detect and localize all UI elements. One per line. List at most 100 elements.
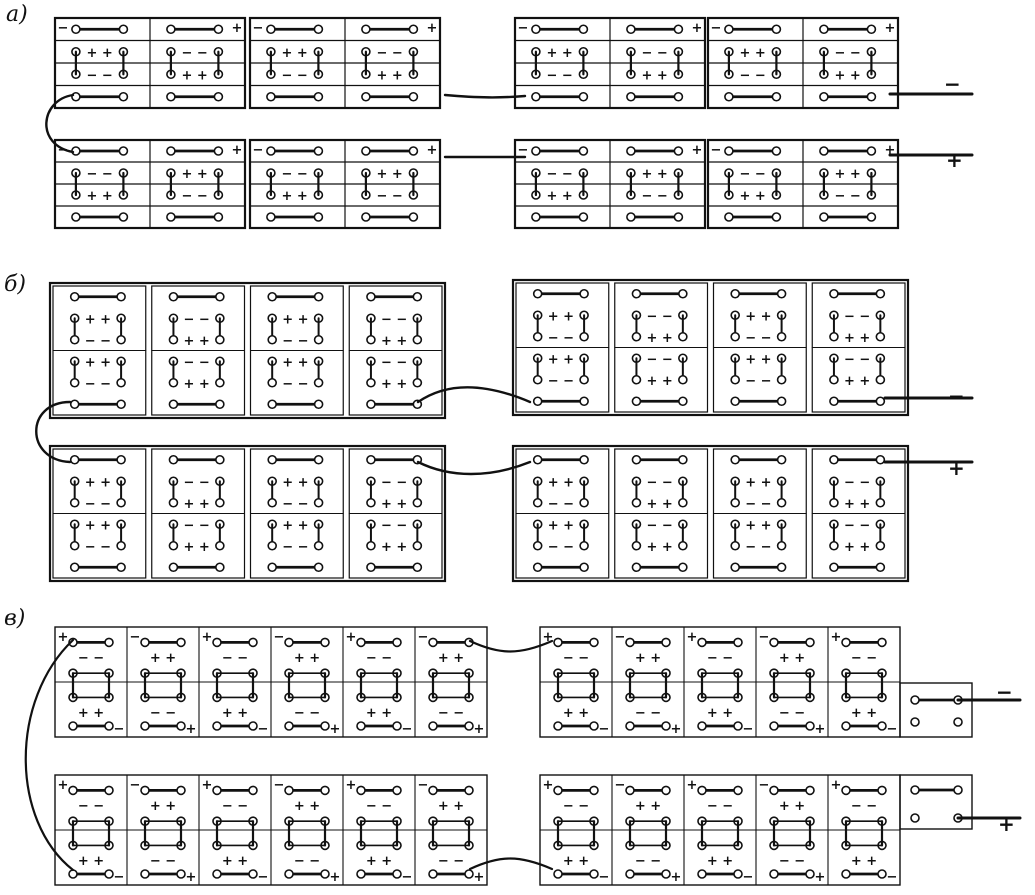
interconnect-cable: [416, 460, 532, 476]
terminal-post: [877, 785, 887, 796]
polarity-sign: + +: [707, 706, 733, 721]
battery-case: [48, 281, 447, 420]
terminal-post: [829, 454, 839, 465]
terminal-post: [412, 540, 423, 551]
polarity-sign: −: [274, 778, 285, 793]
polarity-sign: + +: [745, 518, 771, 533]
polarity-sign: + +: [834, 68, 860, 83]
polarity-sign: − −: [646, 352, 672, 367]
polarity-sign: + +: [86, 46, 112, 61]
terminal-post: [531, 91, 541, 102]
terminal-post: [626, 91, 636, 102]
polarity-sign: + +: [844, 497, 870, 512]
panel-b-negative-terminal: −: [948, 384, 965, 408]
polarity-sign: +: [58, 778, 69, 793]
terminal-post: [140, 721, 150, 731]
terminal-post: [215, 497, 225, 508]
polarity-sign: − −: [85, 497, 111, 512]
panel-b-label: б): [4, 272, 27, 297]
polarity-sign: + +: [282, 475, 308, 490]
terminal-post: [313, 399, 324, 410]
terminal-post: [819, 146, 829, 156]
polarity-sign: + +: [294, 799, 320, 814]
terminal-post: [212, 721, 222, 731]
terminal-post: [215, 291, 225, 302]
polarity-sign: +: [687, 778, 698, 793]
terminal-post: [168, 291, 179, 302]
polarity-sign: − −: [366, 799, 392, 814]
terminal-post: [215, 562, 225, 573]
terminal-post: [730, 396, 740, 407]
terminal-post: [866, 212, 877, 222]
terminal-post: [805, 721, 815, 731]
terminal-post: [215, 377, 225, 388]
terminal-post: [408, 212, 419, 222]
polarity-sign: −: [253, 143, 264, 158]
polarity-sign: − −: [834, 46, 860, 61]
terminal-post: [428, 637, 438, 648]
terminal-post: [819, 24, 829, 35]
polarity-sign: + +: [546, 189, 572, 204]
terminal-post: [678, 454, 688, 465]
terminal-post: [730, 374, 740, 385]
polarity-sign: + +: [183, 497, 209, 512]
polarity-sign: − −: [181, 189, 207, 204]
terminal-post: [531, 212, 541, 222]
terminal-post: [366, 377, 376, 388]
terminal-post: [69, 377, 80, 388]
polarity-sign: − −: [707, 799, 733, 814]
terminal-post: [213, 212, 224, 222]
polarity-sign: − −: [183, 355, 209, 370]
polarity-sign: − −: [635, 706, 661, 721]
terminal-post: [776, 396, 787, 407]
terminal-post: [910, 695, 920, 705]
polarity-sign: −: [114, 722, 125, 737]
polarity-sign: − −: [739, 167, 765, 182]
polarity-sign: + +: [739, 46, 765, 61]
panel-a-negative-terminal: −: [944, 72, 961, 96]
polarity-sign: −: [258, 722, 269, 737]
polarity-sign: − −: [294, 854, 320, 869]
polarity-sign: − −: [548, 331, 574, 346]
terminal-post: [428, 785, 438, 796]
terminal-post: [69, 399, 80, 410]
polarity-sign: +: [427, 143, 438, 158]
terminal-post: [356, 785, 366, 796]
polarity-sign: + +: [646, 497, 672, 512]
terminal-post: [819, 212, 829, 222]
terminal-post: [805, 785, 815, 796]
polarity-sign: − −: [78, 799, 104, 814]
battery-case: [48, 444, 447, 583]
terminal-post: [212, 869, 222, 879]
terminal-post: [532, 497, 543, 508]
panel-a-label: а): [6, 2, 28, 27]
polarity-sign: − −: [745, 540, 771, 555]
terminal-post: [313, 24, 324, 35]
terminal-post: [589, 721, 599, 731]
polarity-sign: − −: [150, 706, 176, 721]
polarity-sign: − −: [381, 355, 407, 370]
polarity-sign: + +: [282, 518, 308, 533]
polarity-sign: + +: [381, 334, 407, 349]
terminal-post: [366, 562, 376, 573]
battery-case: [899, 774, 973, 830]
terminal-post: [168, 454, 179, 465]
polarity-sign: −: [711, 21, 722, 36]
terminal-post: [366, 399, 376, 410]
polarity-sign: +: [885, 143, 896, 158]
terminal-post: [877, 637, 887, 648]
polarity-sign: +: [687, 630, 698, 645]
terminal-post: [875, 288, 886, 299]
polarity-sign: − −: [546, 167, 572, 182]
terminal-post: [412, 497, 423, 508]
polarity-sign: + +: [78, 706, 104, 721]
terminal-post: [361, 146, 371, 156]
interconnect-cable: [468, 639, 554, 653]
polarity-sign: + +: [635, 651, 661, 666]
polarity-sign: − −: [150, 854, 176, 869]
terminal-post: [267, 562, 277, 573]
terminal-post: [531, 146, 541, 156]
polarity-sign: −: [58, 21, 69, 36]
polarity-sign: − −: [85, 540, 111, 555]
terminal-post: [366, 454, 376, 465]
